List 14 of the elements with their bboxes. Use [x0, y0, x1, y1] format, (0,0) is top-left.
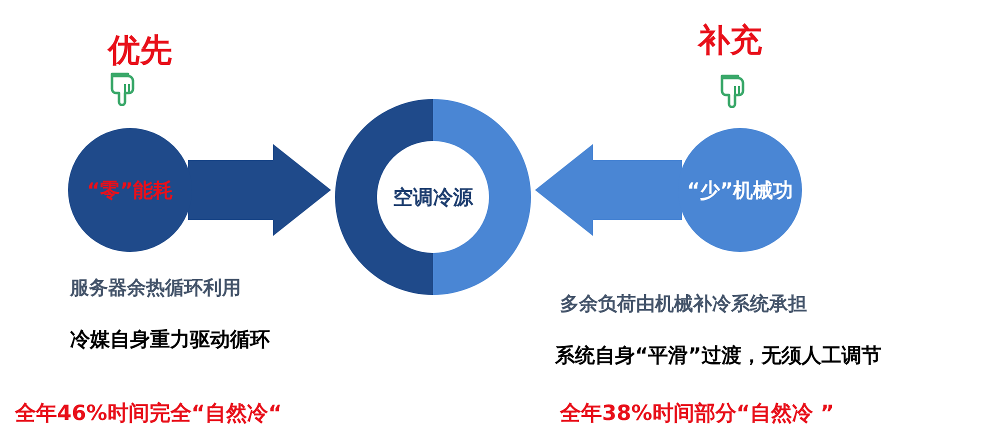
- heading: 优先: [106, 30, 173, 71]
- node-label: “零”能耗: [86, 177, 174, 204]
- node-label: 空调冷源: [393, 184, 473, 211]
- donut-ring: [335, 99, 531, 295]
- note-text: 全年38%时间部分“自然冷 ”: [560, 400, 836, 427]
- description-text: 服务器余热循环利用: [70, 276, 242, 301]
- description-text: 多余负荷由机械补冷系统承担: [560, 292, 808, 317]
- note-text: 全年46%时间完全“自然冷“: [15, 400, 283, 427]
- block-arrow: [188, 144, 331, 236]
- description-text: 冷媒自身重力驱动循环: [70, 326, 271, 353]
- heading: 补充: [696, 20, 763, 61]
- block-arrow: [535, 144, 682, 236]
- node-label: “少”机械功: [686, 177, 794, 204]
- description-text: 系统自身“平滑”过渡，无须人工调节: [555, 342, 882, 369]
